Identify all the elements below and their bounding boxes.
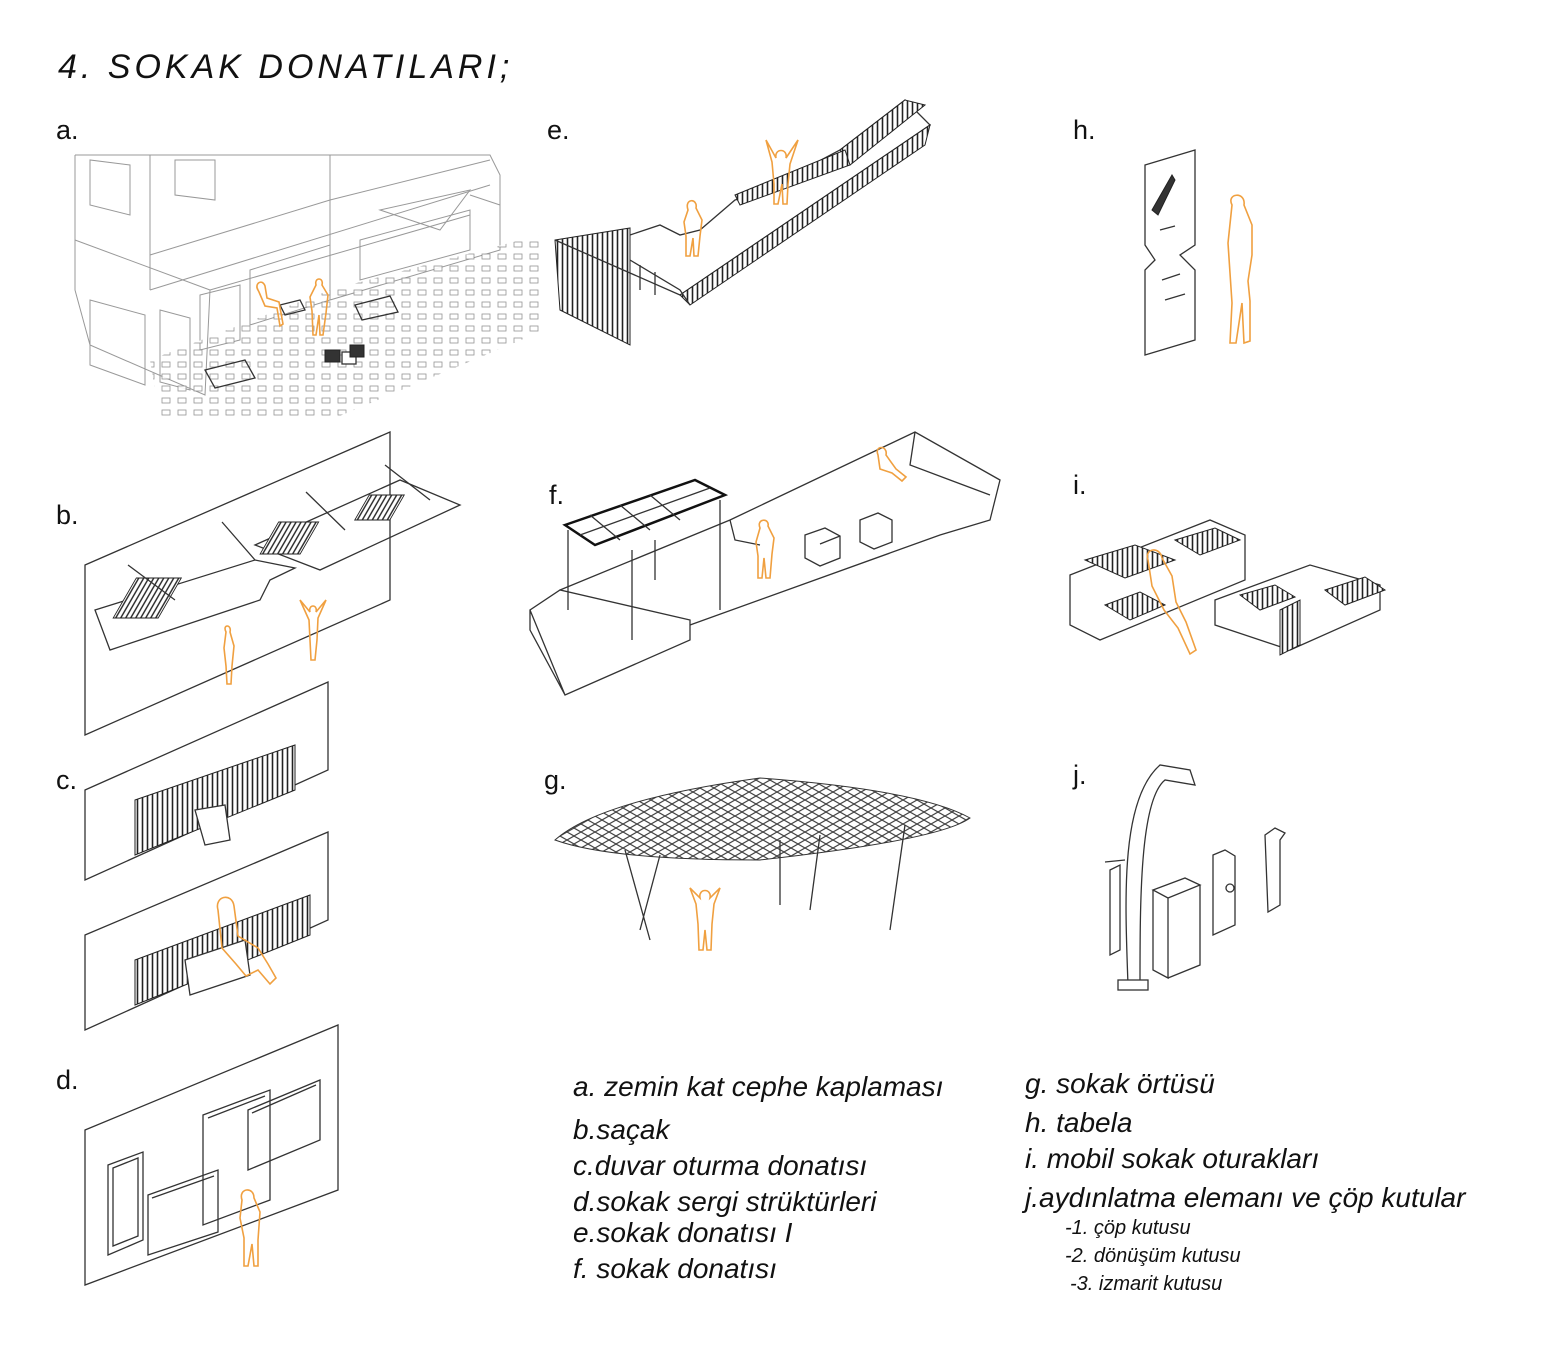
wall-seat-drawing-c <box>84 680 329 1032</box>
legend-item-d: d.sokak sergi strüktürleri <box>573 1186 877 1217</box>
legend-item-f: f. sokak donatısı <box>573 1253 777 1284</box>
street-furniture-drawing-e <box>554 99 932 346</box>
label-a: a. <box>56 115 79 145</box>
legend-item-b: b.saçak <box>573 1114 670 1145</box>
label-f: f. <box>549 480 565 510</box>
display-drawing-d <box>84 1024 339 1286</box>
page-title: 4. SOKAK DONATILARI; <box>58 48 514 86</box>
label-c: c. <box>56 765 78 795</box>
label-b: b. <box>56 500 79 530</box>
label-h: h. <box>1073 115 1096 145</box>
legend-item-c: c.duvar oturma donatısı <box>573 1150 868 1181</box>
street-furniture-drawing-f <box>529 431 1001 696</box>
label-i: i. <box>1073 470 1087 500</box>
legend-sub-2: -2. dönüşüm kutusu <box>1065 1245 1241 1267</box>
label-g: g. <box>544 765 567 795</box>
legend-item-j: j.aydınlatma elemanı ve çöp kutular <box>1025 1182 1466 1213</box>
legend-item-a: a. zemin kat cephe kaplaması <box>573 1071 944 1102</box>
legend-sub-1: -1. çöp kutusu <box>1065 1217 1191 1239</box>
street-cover-drawing-g <box>554 777 971 951</box>
legend-item-g: g. sokak örtüsü <box>1025 1068 1215 1099</box>
label-e: e. <box>547 115 570 145</box>
legend-item-i: i. mobil sokak oturakları <box>1025 1143 1320 1174</box>
legend-item-h: h. tabela <box>1025 1107 1133 1138</box>
lighting-bins-drawing-j <box>1104 764 1286 991</box>
label-j: j. <box>1073 760 1087 790</box>
facade-drawing-a <box>74 154 545 420</box>
label-d: d. <box>56 1065 79 1095</box>
signage-drawing-h <box>1144 149 1253 356</box>
mobile-seats-drawing-i <box>1069 519 1387 656</box>
legend-item-e: e.sokak donatısı I <box>573 1217 793 1248</box>
legend-sub-3: -3. izmarit kutusu <box>1070 1273 1223 1295</box>
canopy-drawing-b <box>84 431 462 736</box>
